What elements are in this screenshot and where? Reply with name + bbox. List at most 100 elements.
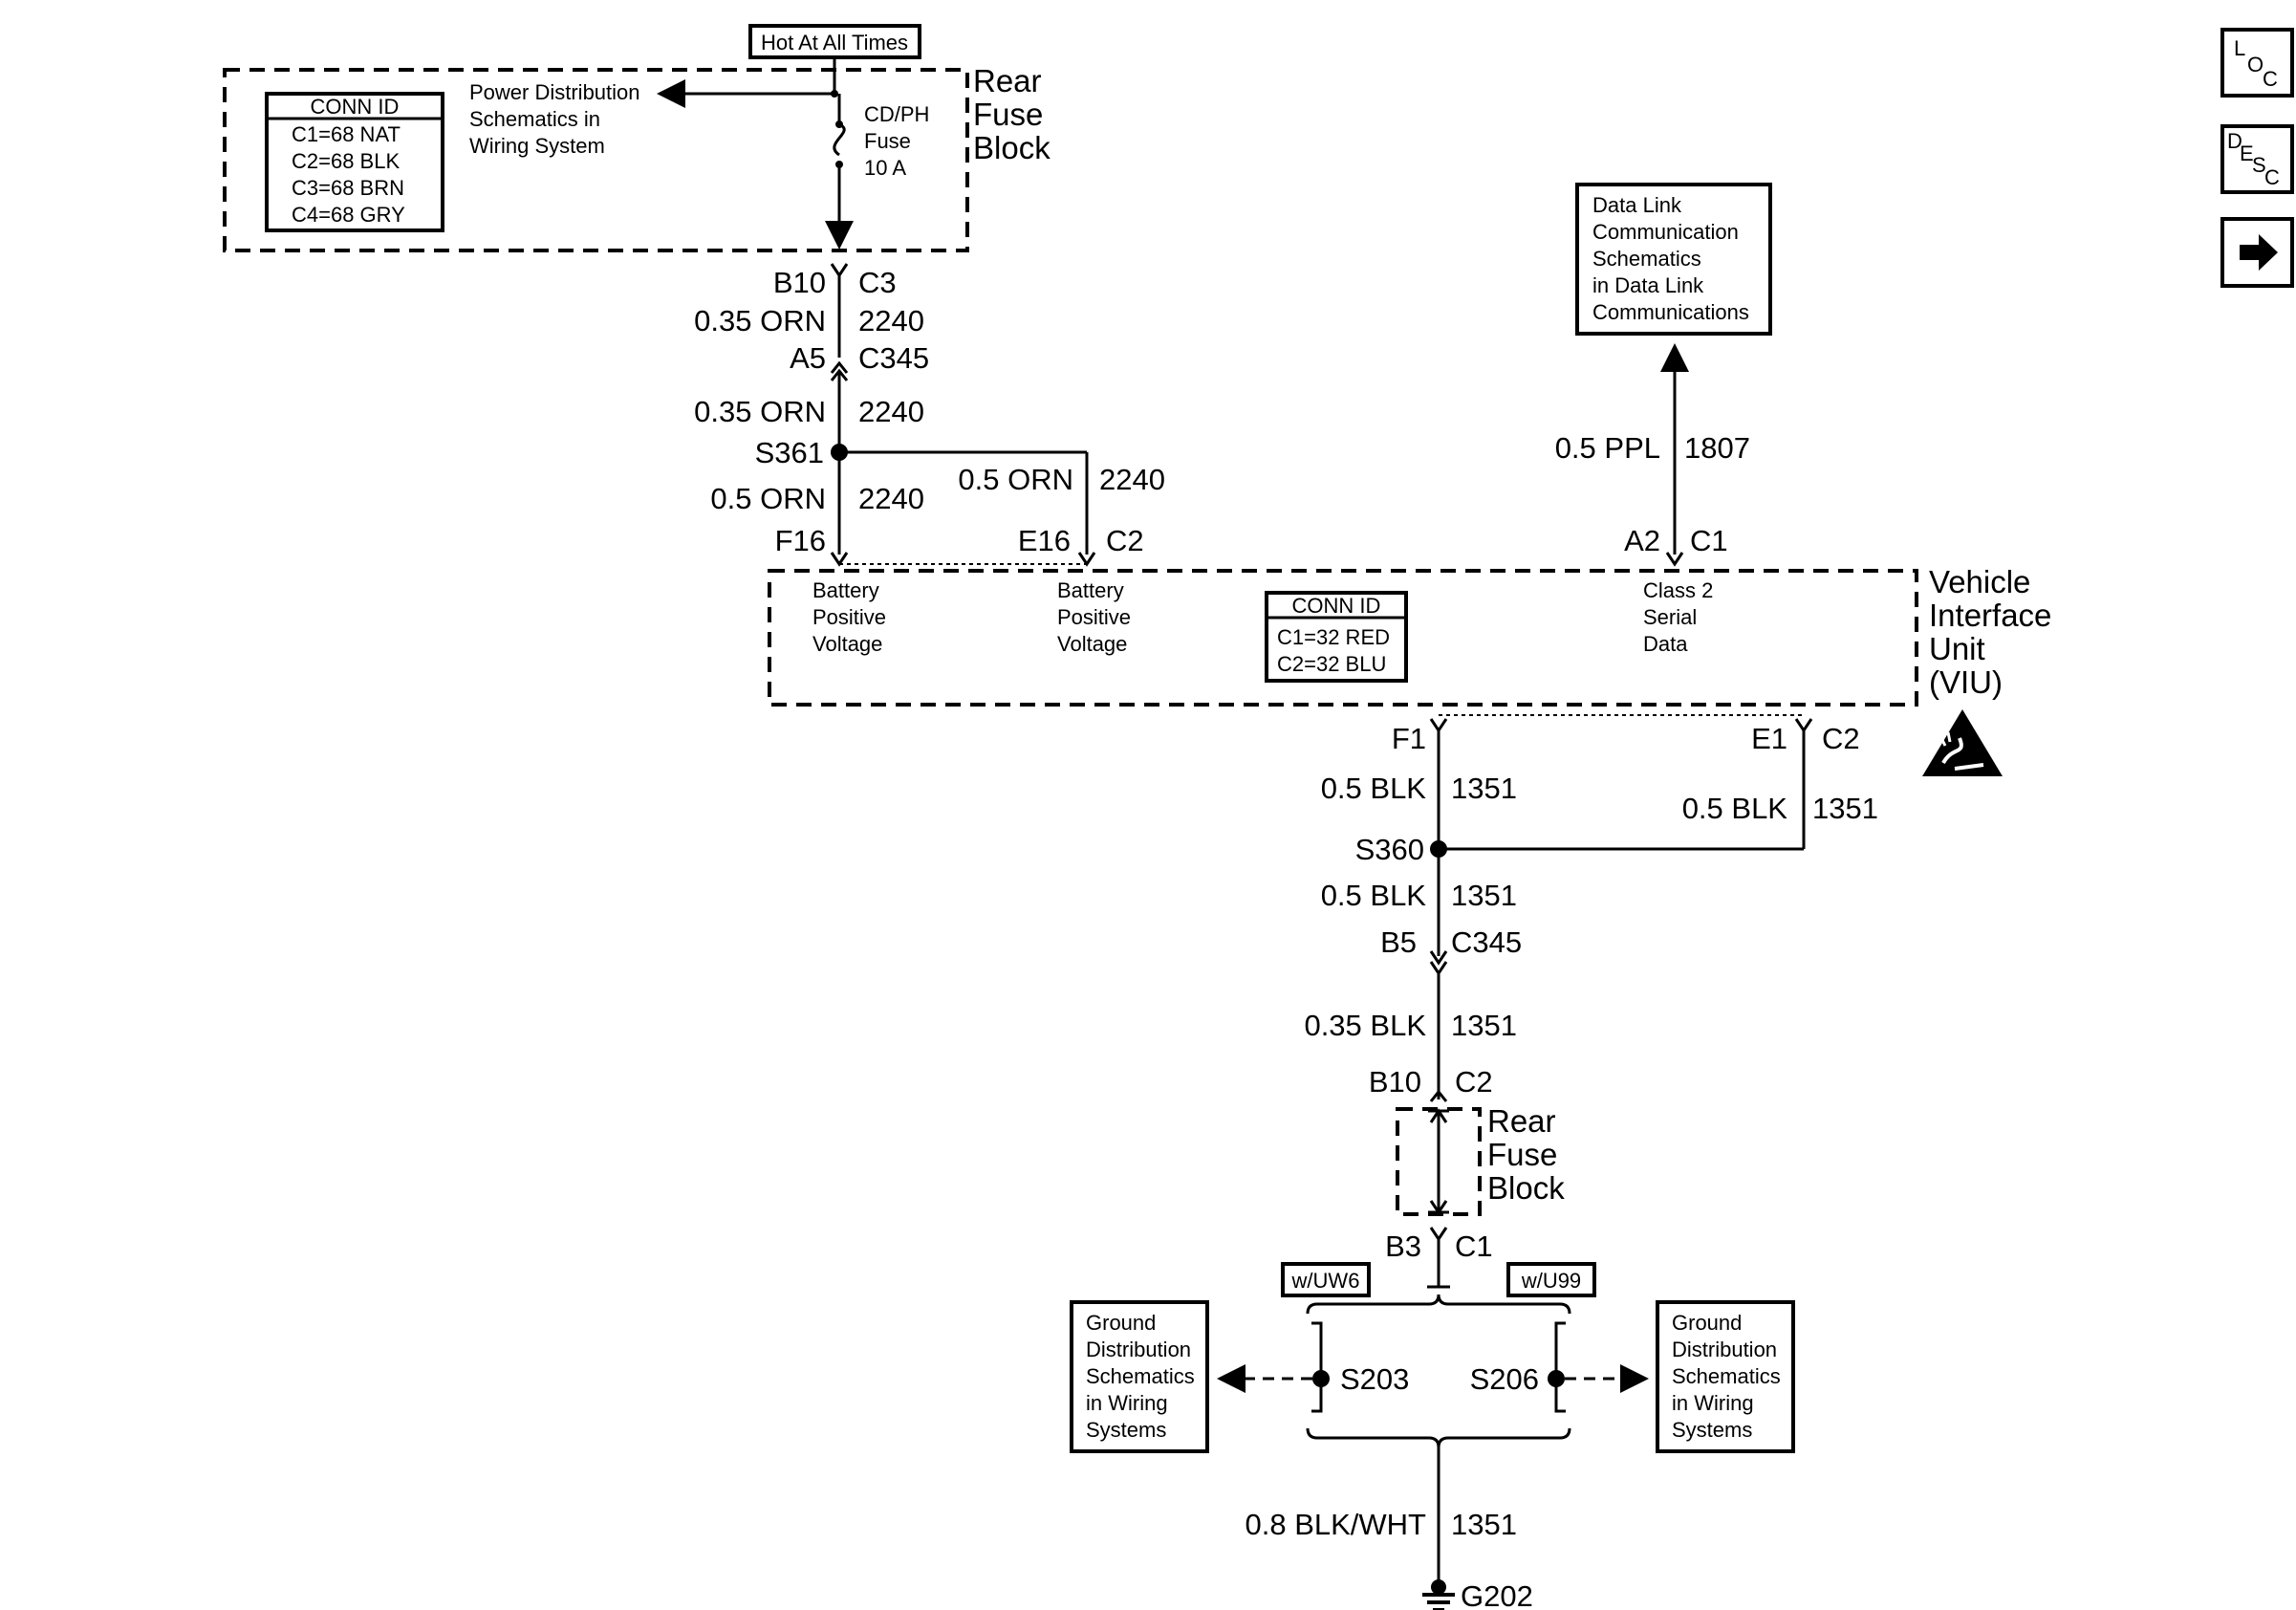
fuse-bar-arrow-top xyxy=(1429,1108,1448,1123)
ground-dist-ref-text: Distribution xyxy=(1086,1338,1191,1361)
wire-circuit-label: 1807 xyxy=(1684,431,1750,465)
viu-label-4: (VIU) xyxy=(1929,664,2003,700)
ground-dist-ref-text: Schematics xyxy=(1672,1364,1781,1388)
next-button[interactable] xyxy=(2220,217,2294,288)
wire-circuit-label: 1351 xyxy=(1451,879,1517,912)
f16-pin-label: F16 xyxy=(775,524,826,557)
wire-circuit-label: 2240 xyxy=(858,482,924,515)
f1-pin-label: F1 xyxy=(1392,722,1426,755)
right-arrow-icon xyxy=(2240,234,2278,271)
wire-gauge-label: 0.8 BLK/WHT xyxy=(1245,1508,1427,1541)
c345-connector-label-top: C345 xyxy=(858,341,929,375)
fuse-label-1: CD/PH xyxy=(864,102,929,126)
c1-fuse-pin-label: B3 xyxy=(1385,1229,1421,1263)
wire-gauge-label: 0.5 ORN xyxy=(710,482,826,515)
data-link-ref-box xyxy=(1575,183,1772,336)
s360-label: S360 xyxy=(1355,833,1424,866)
esd-warning-icon xyxy=(1922,709,2003,776)
ground-dist-ref-text: Ground xyxy=(1672,1311,1742,1335)
option-uw6-label: w/UW6 xyxy=(1291,1269,1360,1293)
a2-pin-label: A2 xyxy=(1624,524,1660,557)
conn-id-title-top: CONN ID xyxy=(311,95,400,119)
c2-lower-connector-label: C2 xyxy=(1822,722,1860,755)
rear-fuse-block-2-label-3: Block xyxy=(1487,1170,1565,1206)
conn-id-title-viu: CONN ID xyxy=(1292,594,1381,618)
viu-pin-desc: Voltage xyxy=(1057,632,1127,656)
wire-gauge-label: 0.5 BLK xyxy=(1321,879,1427,912)
power-distribution-ref-3: Wiring System xyxy=(469,134,605,158)
s203-splice xyxy=(1312,1370,1330,1387)
viu-label-2: Interface xyxy=(1929,598,2051,633)
s206-bracket xyxy=(1554,1321,1566,1413)
wire-gauge-label: 0.5 PPL xyxy=(1555,431,1660,465)
option-u99-box xyxy=(1506,1262,1596,1297)
fuse-symbol xyxy=(833,122,846,157)
rear-fuse-block-label-2: Fuse xyxy=(973,97,1043,132)
wire-gauge-label: 0.35 ORN xyxy=(694,395,826,428)
data-link-ref-text: Data Link xyxy=(1592,193,1682,217)
c3-pin-label: B10 xyxy=(773,266,826,299)
s203-label: S203 xyxy=(1340,1362,1409,1396)
loc-button[interactable]: L O C xyxy=(2220,28,2294,98)
ground-dist-ref-text: Distribution xyxy=(1672,1338,1777,1361)
c3-connector-label: C3 xyxy=(858,266,897,299)
s361-label: S361 xyxy=(755,436,824,469)
s360-splice xyxy=(1430,840,1447,858)
wire-gauge-label: 0.5 BLK xyxy=(1321,772,1427,805)
c3-connector-symbol xyxy=(830,263,849,278)
rear-fuse-block-2-label-2: Fuse xyxy=(1487,1137,1557,1172)
c2-fuse-connector-label: C2 xyxy=(1455,1065,1493,1099)
c2-fuse-connector-symbol xyxy=(1429,1089,1448,1102)
option-uw6-box xyxy=(1281,1262,1371,1297)
c2-fuse-pin-label: B10 xyxy=(1369,1065,1421,1099)
wire-gauge-label: 0.5 BLK xyxy=(1682,792,1788,825)
rear-fuse-block-label-3: Block xyxy=(973,130,1051,165)
conn-id-row: C1=68 NAT xyxy=(292,122,401,146)
s206-label: S206 xyxy=(1470,1362,1539,1396)
desc-button[interactable]: D E S C xyxy=(2220,124,2294,194)
viu-label-1: Vehicle xyxy=(1929,564,2030,599)
c2-connector-label: C2 xyxy=(1106,524,1144,557)
viu-pin-desc: Battery xyxy=(812,578,879,602)
viu-pin-desc: Positive xyxy=(1057,605,1131,629)
data-link-ref-text: Schematics xyxy=(1592,247,1701,271)
loc-letter: O xyxy=(2247,53,2264,76)
ground-dist-ref-text: in Wiring xyxy=(1086,1391,1168,1415)
conn-id-row: C4=68 GRY xyxy=(292,203,405,227)
wire-circuit-label: 1351 xyxy=(1451,1508,1517,1541)
e1-pin-label: E1 xyxy=(1751,722,1787,755)
viu-pin-desc: Class 2 xyxy=(1643,578,1713,602)
viu-pin-desc: Positive xyxy=(812,605,886,629)
s206-splice xyxy=(1548,1370,1565,1387)
conn-id-row: C2=32 BLU xyxy=(1277,652,1386,676)
conn-id-row: C1=32 RED xyxy=(1277,625,1390,649)
ground-dist-ref-text: in Wiring xyxy=(1672,1391,1754,1415)
ground-dist-ref-text: Ground xyxy=(1086,1311,1156,1335)
c345-connector-label-bottom: C345 xyxy=(1451,925,1522,959)
wire-gauge-label: 0.35 BLK xyxy=(1304,1009,1426,1042)
e1-pin-symbol xyxy=(1794,718,1813,733)
wire-circuit-label: 2240 xyxy=(858,395,924,428)
wire-circuit-label: 2240 xyxy=(1099,463,1165,496)
data-link-ref-text: in Data Link xyxy=(1592,273,1704,297)
ground-dist-ref-text: Systems xyxy=(1672,1418,1752,1442)
c1-fuse-connector-symbol xyxy=(1429,1227,1448,1242)
s203-bracket xyxy=(1311,1321,1323,1413)
c345-pin-label-top: A5 xyxy=(790,341,826,375)
e16-pin-label: E16 xyxy=(1018,524,1071,557)
option-u99-label: w/U99 xyxy=(1521,1269,1581,1293)
rear-fuse-block-2-label-1: Rear xyxy=(1487,1103,1556,1139)
wire-gauge-label: 0.5 ORN xyxy=(958,463,1073,496)
conn-id-box-viu xyxy=(1265,591,1408,683)
desc-letter: D xyxy=(2227,129,2242,153)
data-link-ref-text: Communication xyxy=(1592,220,1739,244)
desc-letter: C xyxy=(2264,165,2280,189)
ground-dist-ref-box-right xyxy=(1656,1300,1795,1453)
f1-pin-symbol xyxy=(1429,718,1448,733)
ground-symbol-icon xyxy=(1422,1579,1455,1610)
conn-id-row: C3=68 BRN xyxy=(292,176,404,200)
c345-connector-symbol-top xyxy=(830,360,849,381)
wire-circuit-label: 1351 xyxy=(1812,792,1878,825)
loc-letter: C xyxy=(2263,67,2278,91)
option-bracket-top xyxy=(1306,1294,1571,1315)
